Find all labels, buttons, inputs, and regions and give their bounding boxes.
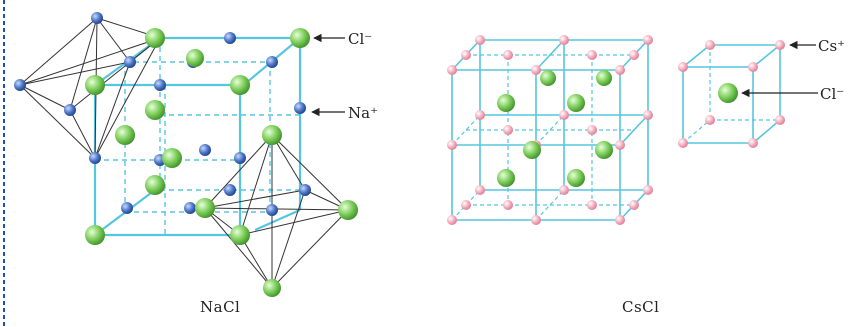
- cl-ion: [85, 75, 105, 95]
- cscl-lattice-cl-atoms: [497, 70, 613, 187]
- cs-ion: [615, 215, 625, 225]
- cs-ion: [775, 115, 785, 125]
- cs-ion: [475, 185, 485, 195]
- cs-ion: [447, 140, 457, 150]
- cs-ion: [503, 50, 513, 60]
- cscl-lattice-cs-atoms: [447, 35, 653, 225]
- na-ion: [14, 79, 26, 91]
- cs-ion: [705, 40, 715, 50]
- cl-ion: [145, 175, 165, 195]
- nacl-caption: NaCl: [200, 298, 241, 316]
- cs-ion: [643, 110, 653, 120]
- cl-ion: [567, 169, 585, 187]
- na-ion: [299, 184, 311, 196]
- cs-ion: [475, 35, 485, 45]
- nacl-na-label: Na⁺: [348, 104, 378, 122]
- cs-ion: [559, 35, 569, 45]
- cl-ion: [540, 70, 556, 86]
- cl-ion: [162, 148, 182, 168]
- cs-ion: [461, 50, 471, 60]
- cs-ion: [531, 215, 541, 225]
- cs-ion: [559, 110, 569, 120]
- cs-ion: [678, 62, 688, 72]
- cs-ion: [503, 200, 513, 210]
- cscl-cl-label: Cl⁻: [820, 85, 844, 103]
- cs-ion: [643, 35, 653, 45]
- na-ion: [121, 202, 133, 214]
- cs-ion: [461, 200, 471, 210]
- nacl-cl-atoms: [85, 28, 358, 297]
- na-ion: [224, 32, 236, 44]
- cl-ion: [263, 279, 281, 297]
- cs-ion: [447, 215, 457, 225]
- na-ion: [124, 56, 136, 68]
- cs-ion: [615, 65, 625, 75]
- cs-ion: [587, 200, 597, 210]
- cs-ion: [775, 40, 785, 50]
- cl-ion: [523, 141, 541, 159]
- cs-ion: [705, 115, 715, 125]
- cscl-caption: CsCl: [622, 298, 660, 316]
- na-ion: [154, 79, 166, 91]
- cs-ion: [447, 65, 457, 75]
- cl-ion: [230, 225, 250, 245]
- cl-ion: [262, 125, 282, 145]
- na-ion: [184, 202, 196, 214]
- cscl-unit-cell: Cs⁺ Cl⁻: [678, 37, 845, 148]
- nacl-structure: Cl⁻ Na⁺: [14, 12, 378, 297]
- cl-ion: [145, 28, 165, 48]
- cscl-lattice: [447, 35, 653, 225]
- nacl-cl-label: Cl⁻: [348, 30, 372, 48]
- cscl-lattice-dashes: [451, 54, 634, 221]
- cscl-unit-cell-cl-atom: [718, 83, 738, 103]
- cl-ion: [595, 141, 613, 159]
- na-ion: [91, 12, 103, 24]
- cl-ion: [497, 169, 515, 187]
- cscl-unit-cell-cs-atoms: [678, 40, 785, 148]
- cs-ion: [748, 62, 758, 72]
- na-ion: [199, 144, 211, 156]
- cs-ion: [475, 110, 485, 120]
- na-ion: [64, 104, 76, 116]
- cs-ion: [629, 50, 639, 60]
- na-ion: [89, 152, 101, 164]
- nacl-octahedron-top-left: [19, 17, 161, 159]
- cs-ion: [678, 138, 688, 148]
- cscl-unit-cell-dashes: [682, 45, 780, 144]
- na-ion: [234, 152, 246, 164]
- cl-ion: [290, 28, 310, 48]
- cs-ion: [531, 65, 541, 75]
- cs-ion: [643, 185, 653, 195]
- na-ion: [266, 56, 278, 68]
- cl-ion: [567, 94, 585, 112]
- cl-ion: [145, 100, 165, 120]
- cl-ion: [230, 75, 250, 95]
- cscl-unit-cell-edges: [682, 44, 781, 144]
- cs-ion: [587, 50, 597, 60]
- cl-ion: [338, 200, 358, 220]
- cl-ion: [186, 49, 204, 67]
- cl-ion: [596, 70, 612, 86]
- na-ion: [294, 102, 306, 114]
- cs-ion: [559, 185, 569, 195]
- na-ion: [224, 184, 236, 196]
- cscl-cs-label: Cs⁺: [818, 37, 845, 55]
- na-ion: [266, 204, 278, 216]
- cl-ion: [497, 94, 515, 112]
- cs-ion: [629, 200, 639, 210]
- cs-ion: [615, 140, 625, 150]
- cs-ion: [587, 125, 597, 135]
- cl-ion: [195, 198, 215, 218]
- cl-ion: [115, 125, 135, 145]
- cs-ion: [503, 125, 513, 135]
- cs-ion: [748, 138, 758, 148]
- cl-ion: [85, 225, 105, 245]
